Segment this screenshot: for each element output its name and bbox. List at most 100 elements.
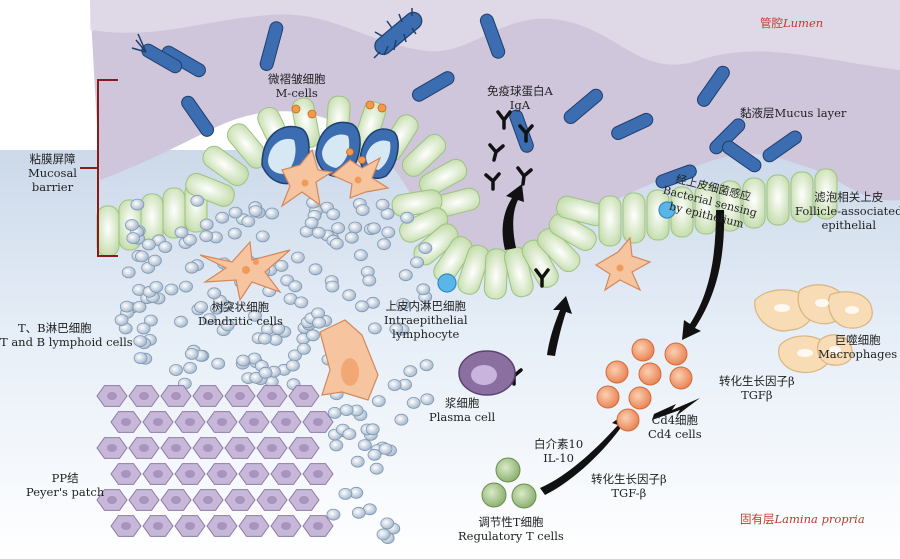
epithelial-cell bbox=[718, 180, 742, 232]
peyer-cell-nucleus bbox=[139, 392, 149, 400]
lumen-mucus-region bbox=[90, 0, 900, 262]
lymphoid-cell bbox=[227, 227, 242, 240]
lymphoid-cell bbox=[228, 206, 243, 219]
lymphoid-cell bbox=[348, 221, 363, 234]
lymphoid-cell bbox=[288, 280, 303, 293]
sensing-arrow bbox=[682, 210, 725, 340]
peyer-cell-nucleus bbox=[267, 496, 277, 504]
peyer-cell-nucleus bbox=[107, 392, 117, 400]
peyer-cell-nucleus bbox=[267, 392, 277, 400]
lymphoid-cell bbox=[257, 332, 272, 345]
bacterium bbox=[411, 71, 455, 102]
dendritic-cell bbox=[280, 148, 334, 208]
lymphoid-cell bbox=[342, 428, 357, 441]
lymphoid-cell bbox=[248, 309, 262, 322]
bacterium bbox=[655, 164, 697, 189]
peyer-cell-nucleus bbox=[313, 522, 323, 530]
intraepithelial-lymphocyte bbox=[437, 273, 457, 293]
antigen bbox=[377, 103, 387, 113]
lymphoid-cell bbox=[134, 250, 149, 263]
lymphoid-cell bbox=[285, 359, 300, 372]
antigen bbox=[358, 156, 366, 164]
peyer-cell-nucleus bbox=[249, 522, 259, 530]
lymphoid-cell bbox=[367, 222, 381, 235]
lymphoid-cell bbox=[184, 347, 199, 360]
epithelial-cell bbox=[598, 195, 622, 247]
lymphoid-cell bbox=[190, 194, 205, 207]
lymphoid-cell bbox=[394, 413, 409, 426]
bacterium bbox=[762, 130, 802, 163]
lymphoid-cell bbox=[326, 208, 341, 221]
bacterium bbox=[722, 140, 762, 173]
peyer-cell-nucleus bbox=[299, 496, 309, 504]
lymphoid-cell bbox=[215, 211, 230, 224]
lymphoid-cell bbox=[416, 283, 431, 296]
lymphoid-cell bbox=[342, 289, 357, 302]
lymphoid-cell bbox=[271, 322, 286, 335]
peyer-cell-nucleus bbox=[203, 496, 213, 504]
epithelial-cell bbox=[694, 183, 718, 235]
mucus-layer-label: 黏液层Mucus layer bbox=[740, 106, 847, 120]
epithelial-cell bbox=[622, 192, 646, 244]
epithelial-cell bbox=[96, 205, 120, 257]
peyer-cell-nucleus bbox=[171, 444, 181, 452]
peyer-cell-nucleus bbox=[235, 392, 245, 400]
epithelial-cell bbox=[536, 228, 581, 273]
peyer-cell-nucleus bbox=[235, 496, 245, 504]
peyer-cell-nucleus bbox=[185, 418, 195, 426]
lymphoid-cell bbox=[194, 301, 209, 313]
lymphoid-cell bbox=[420, 393, 435, 406]
lymphoid-cell bbox=[164, 283, 179, 296]
lymphoid-cell bbox=[376, 528, 391, 541]
lymphoid-cell bbox=[136, 322, 151, 335]
lymphoid-cell bbox=[183, 361, 198, 374]
lymphoid-cell bbox=[419, 359, 434, 372]
lymphoid-cell bbox=[398, 269, 413, 282]
lymphoid-cell bbox=[362, 274, 377, 287]
lymphoid-cell bbox=[325, 280, 340, 293]
lymphoid-cell bbox=[378, 443, 393, 455]
m-cell-pocket bbox=[268, 138, 296, 174]
epithelial-cell bbox=[418, 158, 468, 197]
lymphoid-cell bbox=[174, 315, 188, 328]
antigen-particles bbox=[291, 100, 387, 164]
iga-arrow bbox=[502, 184, 524, 250]
plasma-cell-nucleus bbox=[471, 365, 497, 385]
lymphoid-cell bbox=[331, 222, 346, 235]
peyer-cell-nucleus bbox=[217, 522, 227, 530]
lymphoid-cell bbox=[308, 263, 323, 276]
peyer-cell-nucleus bbox=[299, 392, 309, 400]
lymphoid-cell bbox=[133, 335, 148, 348]
lymphoid-cell bbox=[290, 251, 305, 264]
epithelial-cell bbox=[521, 239, 559, 288]
lymphoid-cell bbox=[329, 439, 344, 452]
lymphoid-cell bbox=[130, 198, 145, 211]
lymphoid-cell bbox=[174, 226, 189, 239]
lymphoid-cell bbox=[143, 314, 158, 327]
lymphoid-cell bbox=[396, 298, 411, 310]
peyer-cell-nucleus bbox=[217, 470, 227, 478]
lymphoid-cell bbox=[355, 300, 369, 313]
epithelial-cell bbox=[766, 174, 790, 226]
lymphoid-cell bbox=[179, 280, 193, 293]
lymphoid-cell bbox=[410, 256, 425, 269]
lymphoid-cell bbox=[236, 354, 251, 367]
lymphoid-cell bbox=[258, 366, 273, 379]
peyer-cell-nucleus bbox=[171, 392, 181, 400]
lymphoid-cells-field bbox=[114, 194, 435, 544]
peyer-cell-nucleus bbox=[107, 444, 117, 452]
peyer-cell-nucleus bbox=[249, 470, 259, 478]
lymphoid-cell bbox=[367, 322, 382, 335]
lymphoid-cell bbox=[294, 296, 309, 309]
lymphoid-cell bbox=[304, 216, 319, 229]
lymphoid-cell bbox=[406, 396, 421, 409]
lymphoid-cell bbox=[132, 300, 147, 313]
peyers-patch-cells bbox=[96, 385, 334, 537]
epithelial-cell bbox=[548, 213, 597, 251]
epithelium-layer bbox=[96, 95, 838, 300]
